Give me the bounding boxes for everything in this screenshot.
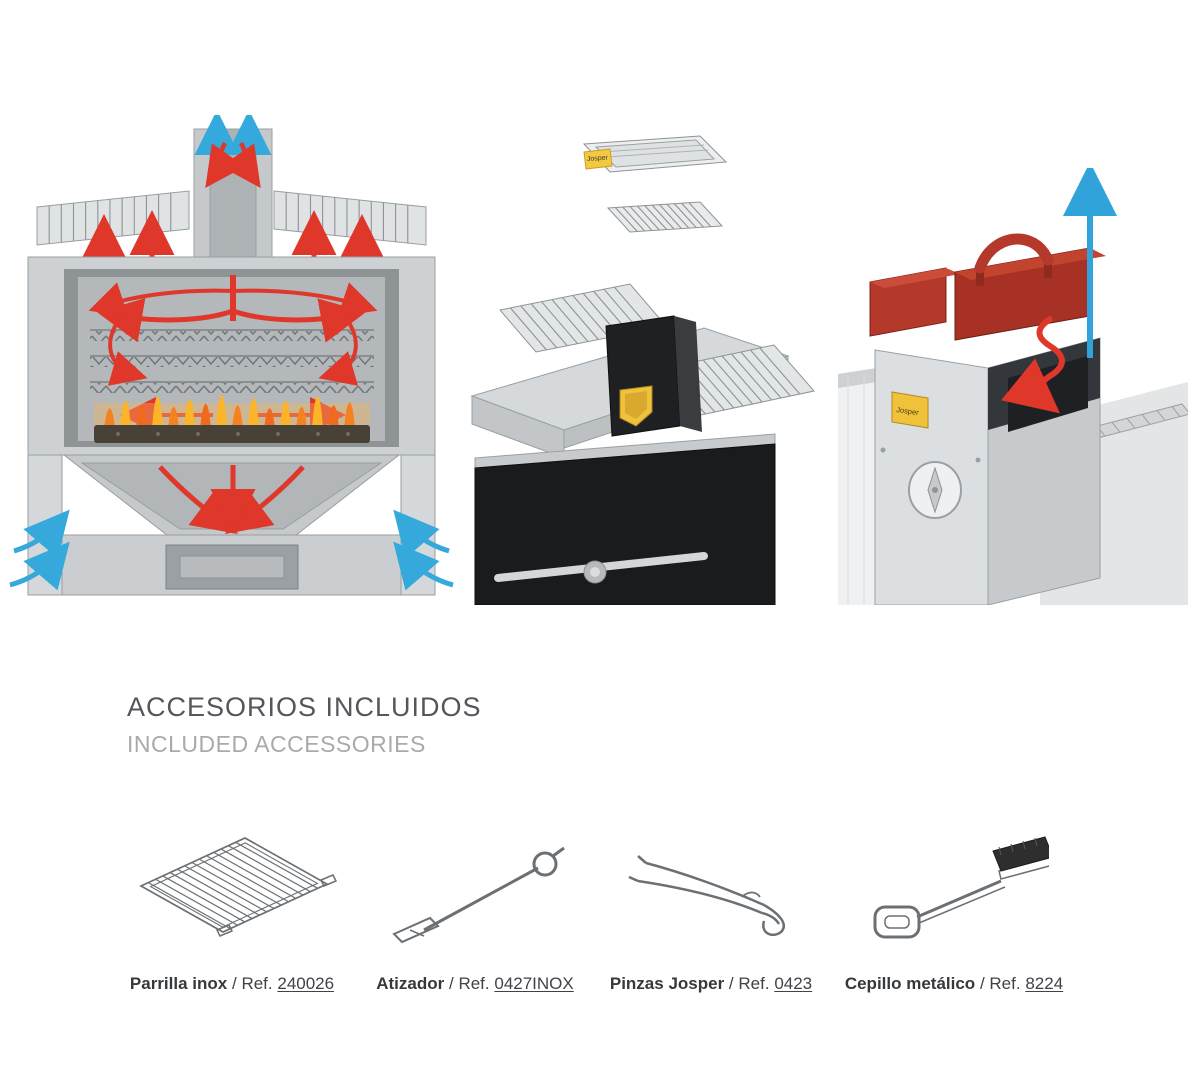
accessory-label: Cepillo metálico / Ref. 8224 <box>844 974 1064 993</box>
oven-cabinet <box>474 433 776 605</box>
grill-shelves <box>90 329 374 393</box>
oven-top-unit <box>874 337 1101 605</box>
center-column <box>605 315 702 437</box>
oven-airflow-cutaway-image: Josper <box>8 115 455 596</box>
grill-rack-left <box>468 284 666 352</box>
accessory-name: Atizador <box>376 974 445 993</box>
screw <box>975 457 981 463</box>
accessory-name: Pinzas Josper <box>609 974 725 993</box>
red-heat-path-arrow <box>1001 315 1065 414</box>
top-rack-left <box>8 191 189 245</box>
oven-exploded-parts-image: Josper <box>468 135 820 605</box>
josper-model-label <box>891 391 929 429</box>
accessory-label: Pinzas Josper / Ref. 0423 <box>609 974 813 993</box>
accessory-name: Cepillo metálico <box>844 974 976 993</box>
accessory-label: Parrilla inox / Ref. 240026 <box>129 974 335 993</box>
grill-grate-icon <box>107 812 357 962</box>
charcoal-fire <box>94 394 370 443</box>
accessory-item-atizador: Atizador / Ref. 0427INOX <box>350 812 600 994</box>
poker-icon <box>350 812 600 962</box>
accessory-item-cepillo: Cepillo metálico / Ref. 8224 <box>829 812 1079 994</box>
accessory-label: Atizador / Ref. 0427INOX <box>376 974 574 993</box>
accessories-title: ACCESORIOS INCLUIDOS <box>127 692 482 722</box>
red-lid <box>869 233 1106 341</box>
ash-hopper <box>62 454 401 540</box>
josper-badge-label: Josper <box>587 154 609 162</box>
accessory-ref-link[interactable]: 240026 <box>277 974 335 993</box>
lid-handle <box>974 233 1054 274</box>
blue-intake-arrows <box>9 509 454 591</box>
accessory-ref-link[interactable]: 0423 <box>774 974 813 993</box>
tongs-icon <box>586 812 836 962</box>
accessory-item-pinzas: Pinzas Josper / Ref. 0423 <box>586 812 836 994</box>
chimney <box>193 128 273 276</box>
top-rack-right <box>274 191 455 245</box>
red-chimney-arrows <box>205 141 261 189</box>
accessory-name: Parrilla inox <box>129 974 228 993</box>
screw <box>880 447 886 453</box>
floating-tray-rack <box>608 202 722 232</box>
accessory-ref-link[interactable]: 0427INOX <box>494 974 574 993</box>
accessory-ref-link[interactable]: 8224 <box>1025 974 1064 993</box>
accessories-section-header: ACCESORIOS INCLUIDOS INCLUDED ACCESSORIE… <box>127 692 482 758</box>
accessory-item-parrilla: Parrilla inox / Ref. 240026 <box>107 812 357 994</box>
wire-brush-icon <box>829 812 1079 962</box>
oven-top-detail-image: Josper <box>838 168 1188 605</box>
accessories-subtitle: INCLUDED ACCESSORIES <box>127 731 426 757</box>
josper-label-text: Josper <box>896 405 920 417</box>
floating-tray-top: Josper <box>582 135 728 173</box>
control-dial[interactable] <box>908 461 962 519</box>
